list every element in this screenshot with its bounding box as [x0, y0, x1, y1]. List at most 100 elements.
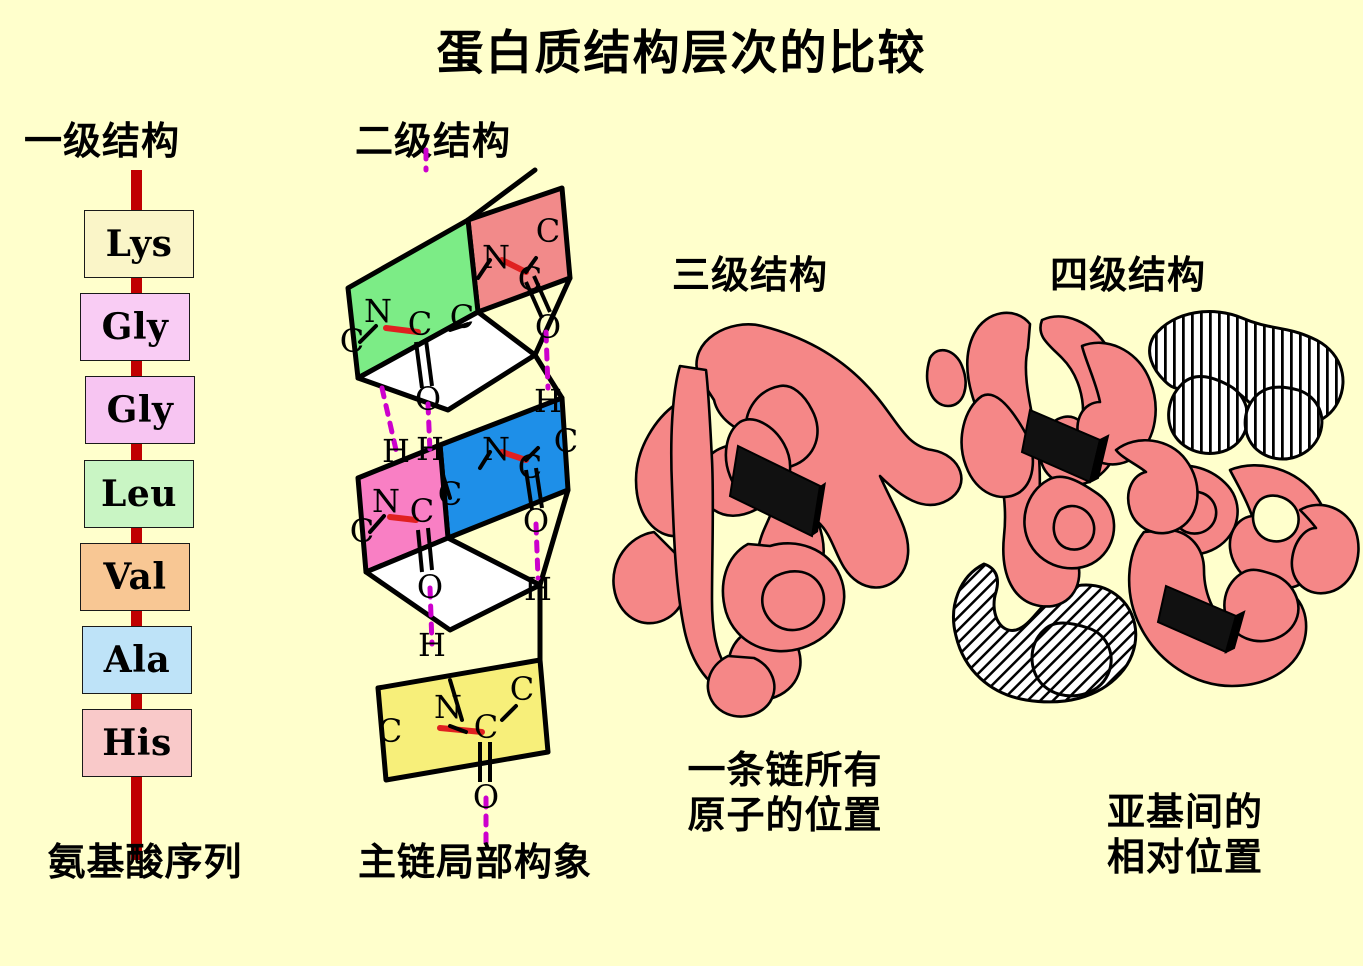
residue-box: Ala [82, 626, 192, 694]
atom-label-H: H [416, 430, 444, 468]
peptide-bond-green [383, 325, 421, 335]
caption-secondary-structure: 主链局部构象 [330, 839, 620, 885]
heme-edge-left [1088, 434, 1110, 484]
atom-label-N: N [434, 688, 462, 726]
residue-label: His [102, 722, 172, 764]
atom-label-N: N [482, 430, 510, 468]
residue-box: Val [80, 543, 190, 611]
caption-quaternary-line2: 相对位置 [1106, 833, 1263, 879]
residue-box: His [82, 709, 192, 777]
pink-chain-right-lower [1127, 528, 1308, 688]
subunit-back-top [1148, 310, 1345, 461]
atom-label-C: C [518, 260, 542, 298]
atom-label-C: C [450, 298, 474, 336]
caption-secondary-text: 主链局部构象 [357, 839, 592, 884]
helix-link-4 [532, 275, 573, 358]
residue-label: Val [103, 556, 167, 598]
heme-edge-right [1224, 610, 1246, 654]
atom-label-O: O [523, 502, 549, 540]
atom-label-H: H [534, 382, 562, 420]
residue-box: Gly [80, 293, 190, 361]
residue-box: Leu [84, 460, 194, 528]
page-title: 蛋白质结构层次的比较 [436, 26, 927, 81]
atom-label-C: C [350, 512, 374, 550]
atom-labels: C N C C O N C C O H H H C N C O C N C C [340, 212, 578, 816]
atom-label-N: N [482, 238, 510, 276]
chain-loop-bottom [706, 654, 776, 718]
peptide-bond-blue [499, 449, 529, 463]
peptide-bonds [383, 257, 529, 735]
atom-label-O: O [535, 308, 561, 346]
polypeptide-chain [612, 323, 963, 718]
hydrogen-bonds [379, 147, 551, 851]
subunit-front-left [960, 311, 1157, 608]
caption-quaternary-line1: 亚基间的 [1106, 789, 1263, 834]
helix-link-3 [537, 487, 571, 588]
residue-label: Leu [101, 473, 177, 515]
subunit-black-top-loop [1167, 375, 1250, 455]
pink-chain-left-upper-ring [1076, 341, 1157, 466]
primary-structure-diagram: Lys Gly Gly Leu Val Ala His [60, 170, 280, 860]
hydrogen-bond [533, 521, 541, 581]
residue-box: Lys [84, 210, 194, 278]
heme-group [728, 444, 826, 538]
caption-tertiary-structure: 一条链所有 原子的位置 [620, 747, 950, 838]
subunit-back-bottom [952, 562, 1138, 704]
atom-label-N: N [372, 482, 400, 520]
residue-label: Lys [105, 223, 173, 265]
alpha-helix-svg: C N C C O N C C O H H H C N C O C N C C [340, 147, 578, 851]
atom-label-C: C [408, 305, 432, 343]
hydrogen-bond [543, 329, 551, 391]
atom-label-O: O [417, 568, 443, 606]
side-sticks [358, 256, 540, 734]
caption-quaternary-structure: 亚基间的 相对位置 [1020, 789, 1350, 880]
heme-groups [1020, 408, 1246, 654]
atom-label-C: C [438, 475, 462, 513]
quaternary-structure-diagram [925, 300, 1360, 750]
pink-chain-right-lower-ring [1223, 568, 1300, 643]
heading-tertiary-structure: 三级结构 [672, 252, 829, 297]
hydrogen-bond [379, 385, 399, 453]
myoglobin-fold-svg [612, 323, 963, 718]
atom-label-C: C [410, 492, 434, 530]
residue-label: Gly [106, 389, 174, 431]
pink-chain-right-top [1114, 438, 1199, 535]
atom-label-N: N [364, 292, 392, 330]
atom-label-H: H [382, 432, 410, 470]
residue-box: Gly [85, 376, 195, 444]
tertiary-structure-diagram [580, 300, 980, 740]
subunit-fragment-left [925, 348, 967, 408]
heading-primary-structure: 一级结构 [24, 118, 181, 163]
residue-label: Ala [103, 639, 171, 681]
atom-label-C: C [536, 212, 560, 250]
heading-quaternary-structure: 四级结构 [1050, 252, 1207, 297]
peptide-bond-red [499, 257, 529, 275]
secondary-structure-diagram: C N C C O N C C O H H H C N C O C N C C [330, 147, 630, 851]
helix-top-tail [465, 167, 538, 223]
hydrogen-bond [427, 585, 435, 647]
chain-loop-bottom-right [721, 542, 846, 653]
atom-label-H: H [418, 626, 446, 664]
pink-chain-left-small-loop [960, 393, 1035, 499]
carbonyl-double-bonds [414, 275, 552, 782]
hemoglobin-svg [925, 310, 1360, 704]
atom-label-C: C [378, 712, 402, 750]
pink-chain-right-edge [1290, 503, 1360, 595]
atom-label-C: C [474, 708, 498, 746]
atom-label-H: H [524, 570, 552, 608]
caption-tertiary-line2: 原子的位置 [687, 791, 883, 837]
heading-secondary-structure: 二级结构 [355, 118, 512, 163]
atom-label-C: C [340, 322, 364, 360]
heme-edge [812, 482, 826, 536]
caption-tertiary-line1: 一条链所有 [687, 747, 883, 792]
caption-primary-structure: 氨基酸序列 [47, 839, 243, 884]
subunit-front-right [1114, 438, 1360, 688]
subunit-black-bottom-loop [1030, 621, 1113, 698]
peptide-bond-pink [387, 514, 419, 523]
atom-label-C: C [554, 422, 578, 460]
residue-label: Gly [101, 306, 169, 348]
atom-label-O: O [415, 380, 441, 418]
atom-label-O: O [473, 778, 499, 816]
hydrogen-bond [425, 401, 433, 455]
